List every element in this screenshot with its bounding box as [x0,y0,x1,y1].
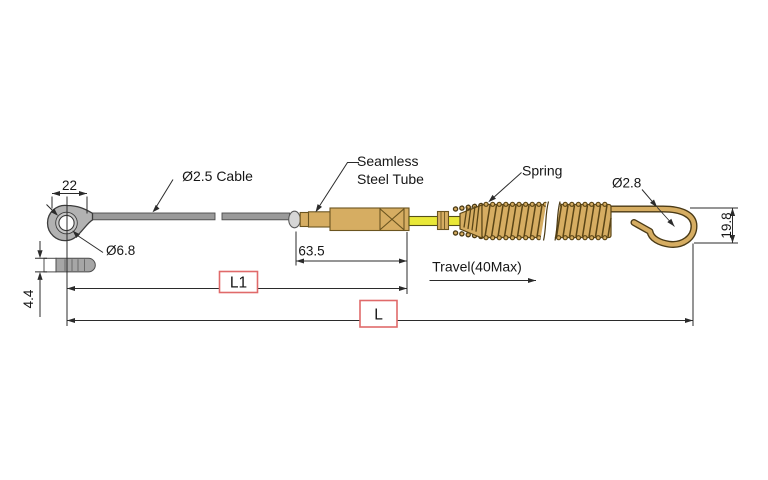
tube-length-text: 63.5 [298,244,324,259]
travel-text: Travel(40Max) [432,259,522,275]
travel-arrow [429,278,536,283]
spring-break [540,199,561,243]
spring-label-leader [488,172,522,203]
spring-label-text: Spring [522,163,562,179]
spring [452,199,613,243]
hook-diameter-leader [641,189,675,227]
l1-box [218,270,259,294]
end-fitting-height-text: 4.4 [21,289,36,308]
cable-label-leader [152,179,174,213]
hook-diameter-text: Ø2.8 [612,176,641,191]
cable [91,212,290,221]
steel-tube [307,207,410,232]
hole-diameter-text: Ø6.8 [106,243,135,258]
dimension-22 [51,191,88,214]
hook-height-text: 19.8 [719,212,734,238]
l1-text: L1 [230,275,247,292]
dimension-4-4 [35,241,47,317]
spring-coils [484,205,612,237]
yellow-rod [408,210,467,231]
l-box [359,299,398,328]
hook [606,205,698,248]
dimension-6-8 [46,204,104,253]
l-text: L [374,307,383,324]
tube-label-line1-text: Seamless [357,153,418,169]
rod-collar [436,210,450,231]
dimension-63-5 [295,231,408,294]
cable-ball-end [288,210,310,229]
end-fitting-barrel [43,257,96,273]
dimension-19-8 [690,207,738,244]
tube-cross-mark [379,208,405,231]
cable-label-text: Ø2.5 Cable [182,168,253,184]
tube-label-leader [315,162,359,213]
tube-label-line2-text: Steel Tube [357,171,424,187]
eyelet-width-text: 22 [62,178,77,193]
